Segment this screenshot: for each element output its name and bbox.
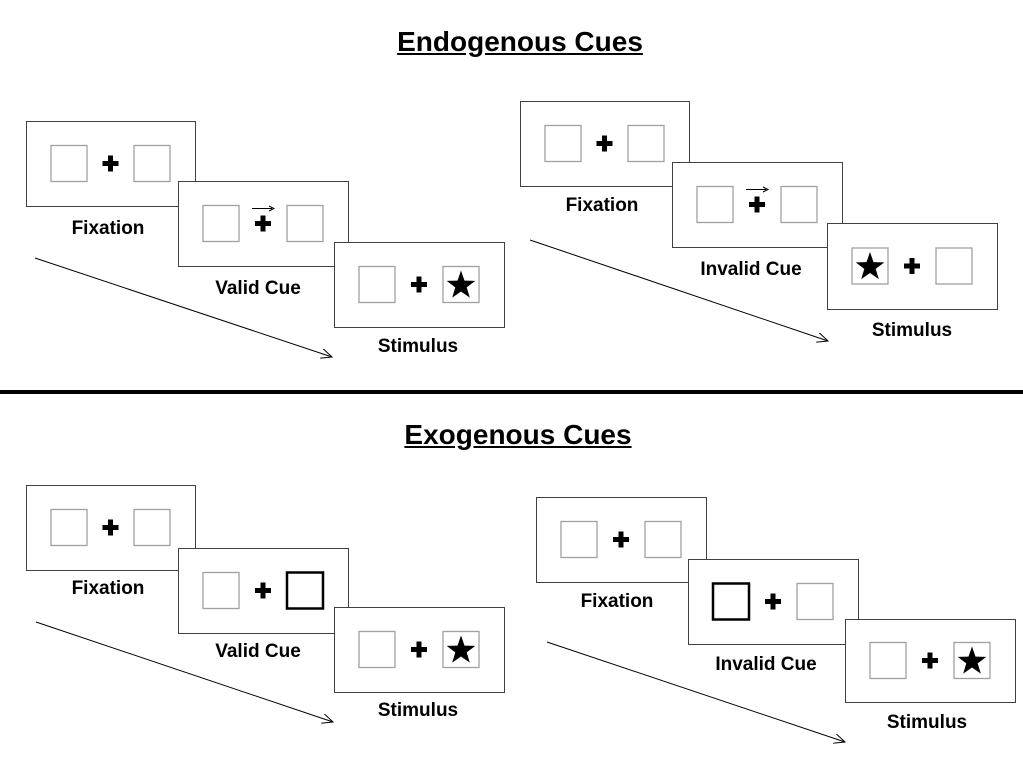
- frame-label: Stimulus: [886, 712, 968, 733]
- frame-label: Invalid Cue: [715, 654, 817, 675]
- right-placeholder-box: [286, 204, 324, 243]
- target-star-icon: [446, 635, 476, 663]
- frame-label: Stimulus: [871, 320, 953, 341]
- left-placeholder-box: [711, 582, 751, 621]
- trial-frame: [688, 559, 859, 645]
- time-arrow-icon: [529, 239, 828, 341]
- right-placeholder-box: [780, 185, 818, 224]
- left-placeholder-box: [202, 571, 240, 610]
- trial-frame: [672, 162, 843, 248]
- right-placeholder-box: [285, 571, 325, 610]
- trial-frame: [334, 607, 505, 693]
- trial-frame: [827, 223, 998, 310]
- fixation-plus-icon: [765, 593, 781, 610]
- left-placeholder-box: [560, 520, 598, 559]
- frame-label: Fixation: [580, 591, 654, 612]
- fixation-plus-icon: [922, 652, 938, 669]
- right-placeholder-box: [627, 124, 665, 163]
- trial-sequence: [26, 121, 505, 358]
- fixation-plus-icon: [749, 196, 765, 213]
- fixation-plus-icon: [255, 582, 271, 599]
- frame-label: Valid Cue: [215, 641, 301, 662]
- trial-frame: [178, 548, 349, 634]
- left-placeholder-box: [50, 144, 88, 183]
- trial-sequence: [26, 485, 505, 723]
- left-placeholder-box: [696, 185, 734, 224]
- section-divider: [0, 390, 1023, 394]
- left-placeholder-box: [869, 641, 907, 680]
- fixation-plus-icon: [411, 641, 427, 658]
- left-placeholder-box: [202, 204, 240, 243]
- fixation-plus-icon: [596, 135, 613, 152]
- trial-sequence: [536, 497, 1016, 743]
- frame-label: Invalid Cue: [700, 259, 802, 280]
- right-placeholder-box: [644, 520, 682, 559]
- section-title-endogenous: Endogenous Cues: [397, 26, 643, 57]
- frame-label: Stimulus: [377, 336, 459, 357]
- fixation-plus-icon: [255, 215, 271, 232]
- cue-arrowhead-icon: [268, 205, 276, 212]
- trial-frame: [520, 101, 690, 187]
- trial-frame: [845, 619, 1016, 703]
- frame-label: Stimulus: [377, 700, 459, 721]
- frame-label: Fixation: [71, 218, 145, 239]
- left-placeholder-box: [544, 124, 582, 163]
- frame-label: Valid Cue: [215, 278, 301, 299]
- fixation-plus-icon: [102, 155, 119, 172]
- section-title-exogenous: Exogenous Cues: [404, 419, 632, 450]
- frame-label: Fixation: [71, 578, 145, 599]
- trial-frame: [536, 497, 707, 583]
- left-placeholder-box: [358, 630, 396, 669]
- trial-frame: [334, 242, 505, 328]
- fixation-plus-icon: [411, 276, 427, 293]
- target-star-icon: [855, 252, 885, 280]
- right-placeholder-box: [133, 508, 171, 547]
- frame-label: Fixation: [565, 195, 639, 216]
- fixation-plus-icon: [613, 531, 629, 548]
- trial-frame: [26, 121, 196, 207]
- time-arrow-icon: [546, 641, 845, 742]
- cue-arrowhead-icon: [762, 186, 770, 193]
- fixation-plus-icon: [102, 519, 119, 536]
- time-arrow-icon: [35, 621, 333, 722]
- left-placeholder-box: [358, 265, 396, 304]
- left-placeholder-box: [50, 508, 88, 547]
- trial-frame: [178, 181, 349, 267]
- target-star-icon: [446, 270, 476, 298]
- trial-frame: [26, 485, 196, 571]
- target-star-icon: [957, 646, 987, 674]
- fixation-plus-icon: [904, 258, 920, 274]
- right-placeholder-box: [796, 582, 834, 621]
- right-placeholder-box: [935, 247, 973, 285]
- right-placeholder-box: [133, 144, 171, 183]
- trial-sequence: [520, 101, 998, 342]
- time-arrow-icon: [34, 257, 332, 357]
